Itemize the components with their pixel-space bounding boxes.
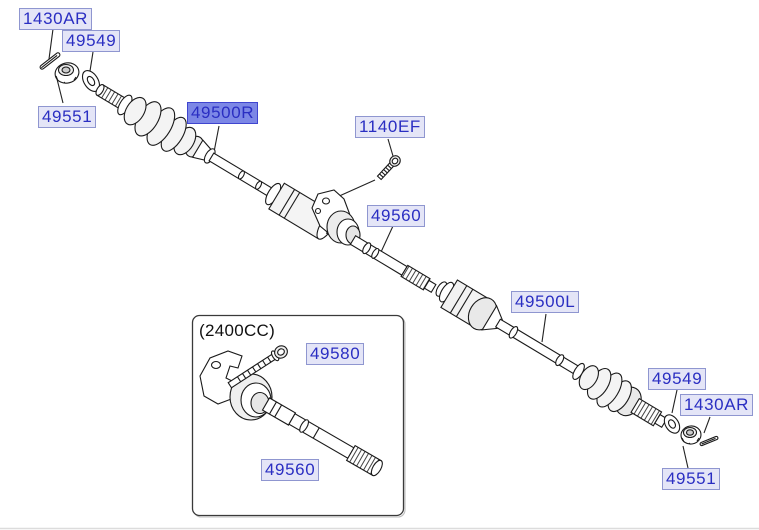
support-bracket-drawing xyxy=(311,189,361,246)
part-label-49549-right[interactable]: 49549 xyxy=(648,368,707,390)
part-label-1430ar-top[interactable]: 1430AR xyxy=(19,8,93,30)
part-label-49500r-selected[interactable]: 49500R xyxy=(187,102,259,124)
part-label-49560-main[interactable]: 49560 xyxy=(367,205,426,227)
inset-bolt-drawing-49580 xyxy=(227,345,288,389)
inset-bracket-shaft-drawing-49560 xyxy=(199,350,383,477)
washer-icon-right xyxy=(663,414,681,434)
part-label-49500l[interactable]: 49500L xyxy=(511,291,580,313)
part-label-49551-right[interactable]: 49551 xyxy=(662,468,721,490)
part-label-49551-top[interactable]: 49551 xyxy=(38,106,97,128)
cotter-pin-icon-top-left xyxy=(39,52,61,70)
part-label-49580-inset[interactable]: 49580 xyxy=(306,343,365,365)
castle-nut-icon-right xyxy=(680,425,702,445)
center-bearing-shaft-drawing xyxy=(349,234,437,294)
castle-nut-icon-top-left xyxy=(54,62,80,84)
washer-icon-top-left xyxy=(81,70,101,92)
part-label-49560-inset[interactable]: 49560 xyxy=(261,459,320,481)
inset-engine-variant-caption: (2400CC) xyxy=(199,321,276,340)
part-label-49549-top[interactable]: 49549 xyxy=(62,30,121,52)
cotter-pin-icon-right xyxy=(699,435,719,447)
bolt-drawing-1140ef xyxy=(376,155,401,181)
part-label-1140ef[interactable]: 1140EF xyxy=(355,116,425,138)
part-label-1430ar-right[interactable]: 1430AR xyxy=(680,394,754,416)
right-drive-shaft-drawing xyxy=(95,84,348,243)
left-drive-shaft-drawing xyxy=(435,279,668,429)
